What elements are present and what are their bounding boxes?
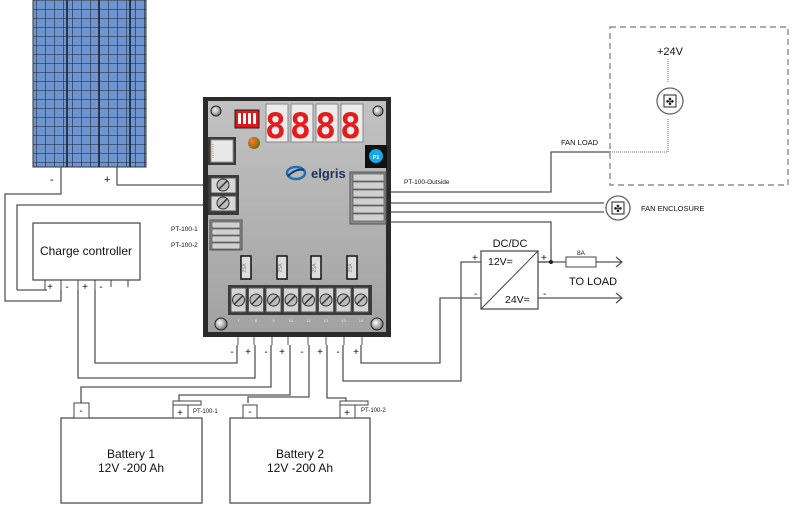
dcdc-out-plus: +: [541, 253, 547, 264]
device-terminal-polarity: -: [336, 347, 339, 358]
cc-terminal-minus-2: -: [99, 282, 102, 293]
terminal-number: 13: [341, 318, 346, 323]
battery-1-sensor: PT-100-1: [193, 409, 218, 415]
panel-minus-label: -: [50, 174, 54, 186]
battery-2-name: Battery 2: [276, 447, 324, 461]
device-terminal-polarity: +: [353, 347, 359, 358]
battery-2-sensor: PT-100-2: [361, 408, 386, 414]
elgris-logo: [285, 165, 307, 181]
p1-button-label: P1: [373, 155, 380, 161]
pt100-outside-label: PT-100-Outside: [404, 179, 450, 186]
battery-2-spec: 12V -200 Ah: [267, 461, 333, 475]
terminal-number: 10: [289, 318, 294, 323]
screw-terminal: [335, 287, 352, 313]
panel-plus-label: +: [104, 174, 110, 186]
battery-2-minus: -: [248, 407, 251, 418]
screw-terminal: [230, 287, 247, 313]
sensor-connectors-right: [349, 171, 387, 225]
battery-2: - + PT-100-2 Battery 2 12V -200 Ah: [229, 400, 386, 504]
cc-terminal-plus-2: +: [82, 282, 88, 293]
pt100-1-label: PT-100-1: [171, 226, 198, 233]
pt100-2-label: PT-100-2: [171, 242, 198, 249]
seven-segment-display: [265, 103, 364, 143]
fan-load-enclosure: +24V ✤: [609, 26, 789, 186]
output-terminal-block: [228, 285, 372, 315]
dcdc-input-label: 12V=: [488, 256, 513, 268]
device-terminal-polarity: -: [264, 347, 267, 358]
svg-text:✤: ✤: [666, 97, 674, 108]
cc-terminal-minus-1: -: [65, 282, 68, 293]
terminal-number: 9: [272, 318, 275, 323]
junction-dot: [549, 260, 553, 264]
cc-terminal-plus-1: +: [47, 282, 53, 293]
dcdc-title: DC/DC: [493, 238, 528, 250]
terminal-number: 8: [255, 318, 258, 323]
dcdc-converter: DC/DC 12V= 24V= + - + -: [472, 238, 547, 310]
device-terminal-polarity: +: [245, 347, 251, 358]
display-digits: 8888: [265, 107, 365, 147]
dcdc-out-minus: -: [543, 289, 546, 300]
wires: [4, 58, 669, 403]
fuse-3-rating: 25A: [312, 263, 318, 273]
elgris-controller: 8888 P1 elgris: [203, 97, 391, 337]
battery-1-plus: +: [177, 408, 183, 419]
p1-button[interactable]: [369, 149, 383, 163]
battery-1-spec: 12V -200 Ah: [98, 461, 164, 475]
fuse-1-rating: 25A: [242, 263, 248, 273]
to-load-label: TO LOAD: [569, 276, 617, 288]
sensor-connectors-left: [209, 219, 243, 251]
status-led: [248, 137, 260, 149]
battery-1-name: Battery 1: [107, 447, 155, 461]
fuses: [240, 255, 358, 280]
device-terminal-polarity: +: [279, 347, 285, 358]
battery-2-plus: +: [344, 408, 350, 419]
screw-terminal: [300, 287, 317, 313]
terminal-number: 7: [237, 318, 240, 323]
device-terminal-polarity: -: [230, 347, 233, 358]
fan-enclosure-label: FAN ENCLOSURE: [641, 204, 704, 213]
fan-load-label: FAN LOAD: [561, 138, 599, 147]
screw-terminal: [318, 287, 334, 313]
dcdc-output-label: 24V=: [505, 294, 530, 306]
screw-terminal: [283, 287, 299, 313]
battery-1-minus: -: [79, 406, 82, 417]
rj45-port[interactable]: [208, 137, 236, 165]
device-terminal-polarity: +: [317, 347, 323, 358]
screw-terminal: [248, 287, 264, 313]
dcdc-in-plus: +: [472, 253, 478, 264]
dip-switch[interactable]: [234, 109, 260, 129]
fuse-4-rating: 25A: [348, 263, 354, 273]
dcdc-in-minus: -: [474, 289, 477, 300]
svg-text:✤: ✤: [614, 204, 622, 215]
supply-24v-label: +24V: [657, 46, 684, 58]
load-fuse-rating: 8A: [577, 250, 586, 257]
power-input-terminals: [208, 175, 239, 215]
terminal-number: 14: [359, 318, 364, 323]
terminal-number: 12: [324, 318, 329, 323]
load-fuse: [565, 256, 597, 268]
screw-terminal: [353, 287, 369, 313]
brand-name: elgris: [311, 166, 346, 181]
solar-panel: - +: [32, 0, 147, 186]
fuse-2-rating: 25A: [278, 263, 284, 273]
device-terminal-polarity: -: [300, 347, 303, 358]
charge-controller-label: Charge controller: [40, 244, 132, 258]
charge-controller: Charge controller + - + -: [32, 222, 141, 293]
battery-1: - + PT-100-1 Battery 1 12V -200 Ah: [60, 400, 218, 504]
terminal-number: 11: [306, 318, 311, 323]
screw-terminal: [265, 287, 282, 313]
